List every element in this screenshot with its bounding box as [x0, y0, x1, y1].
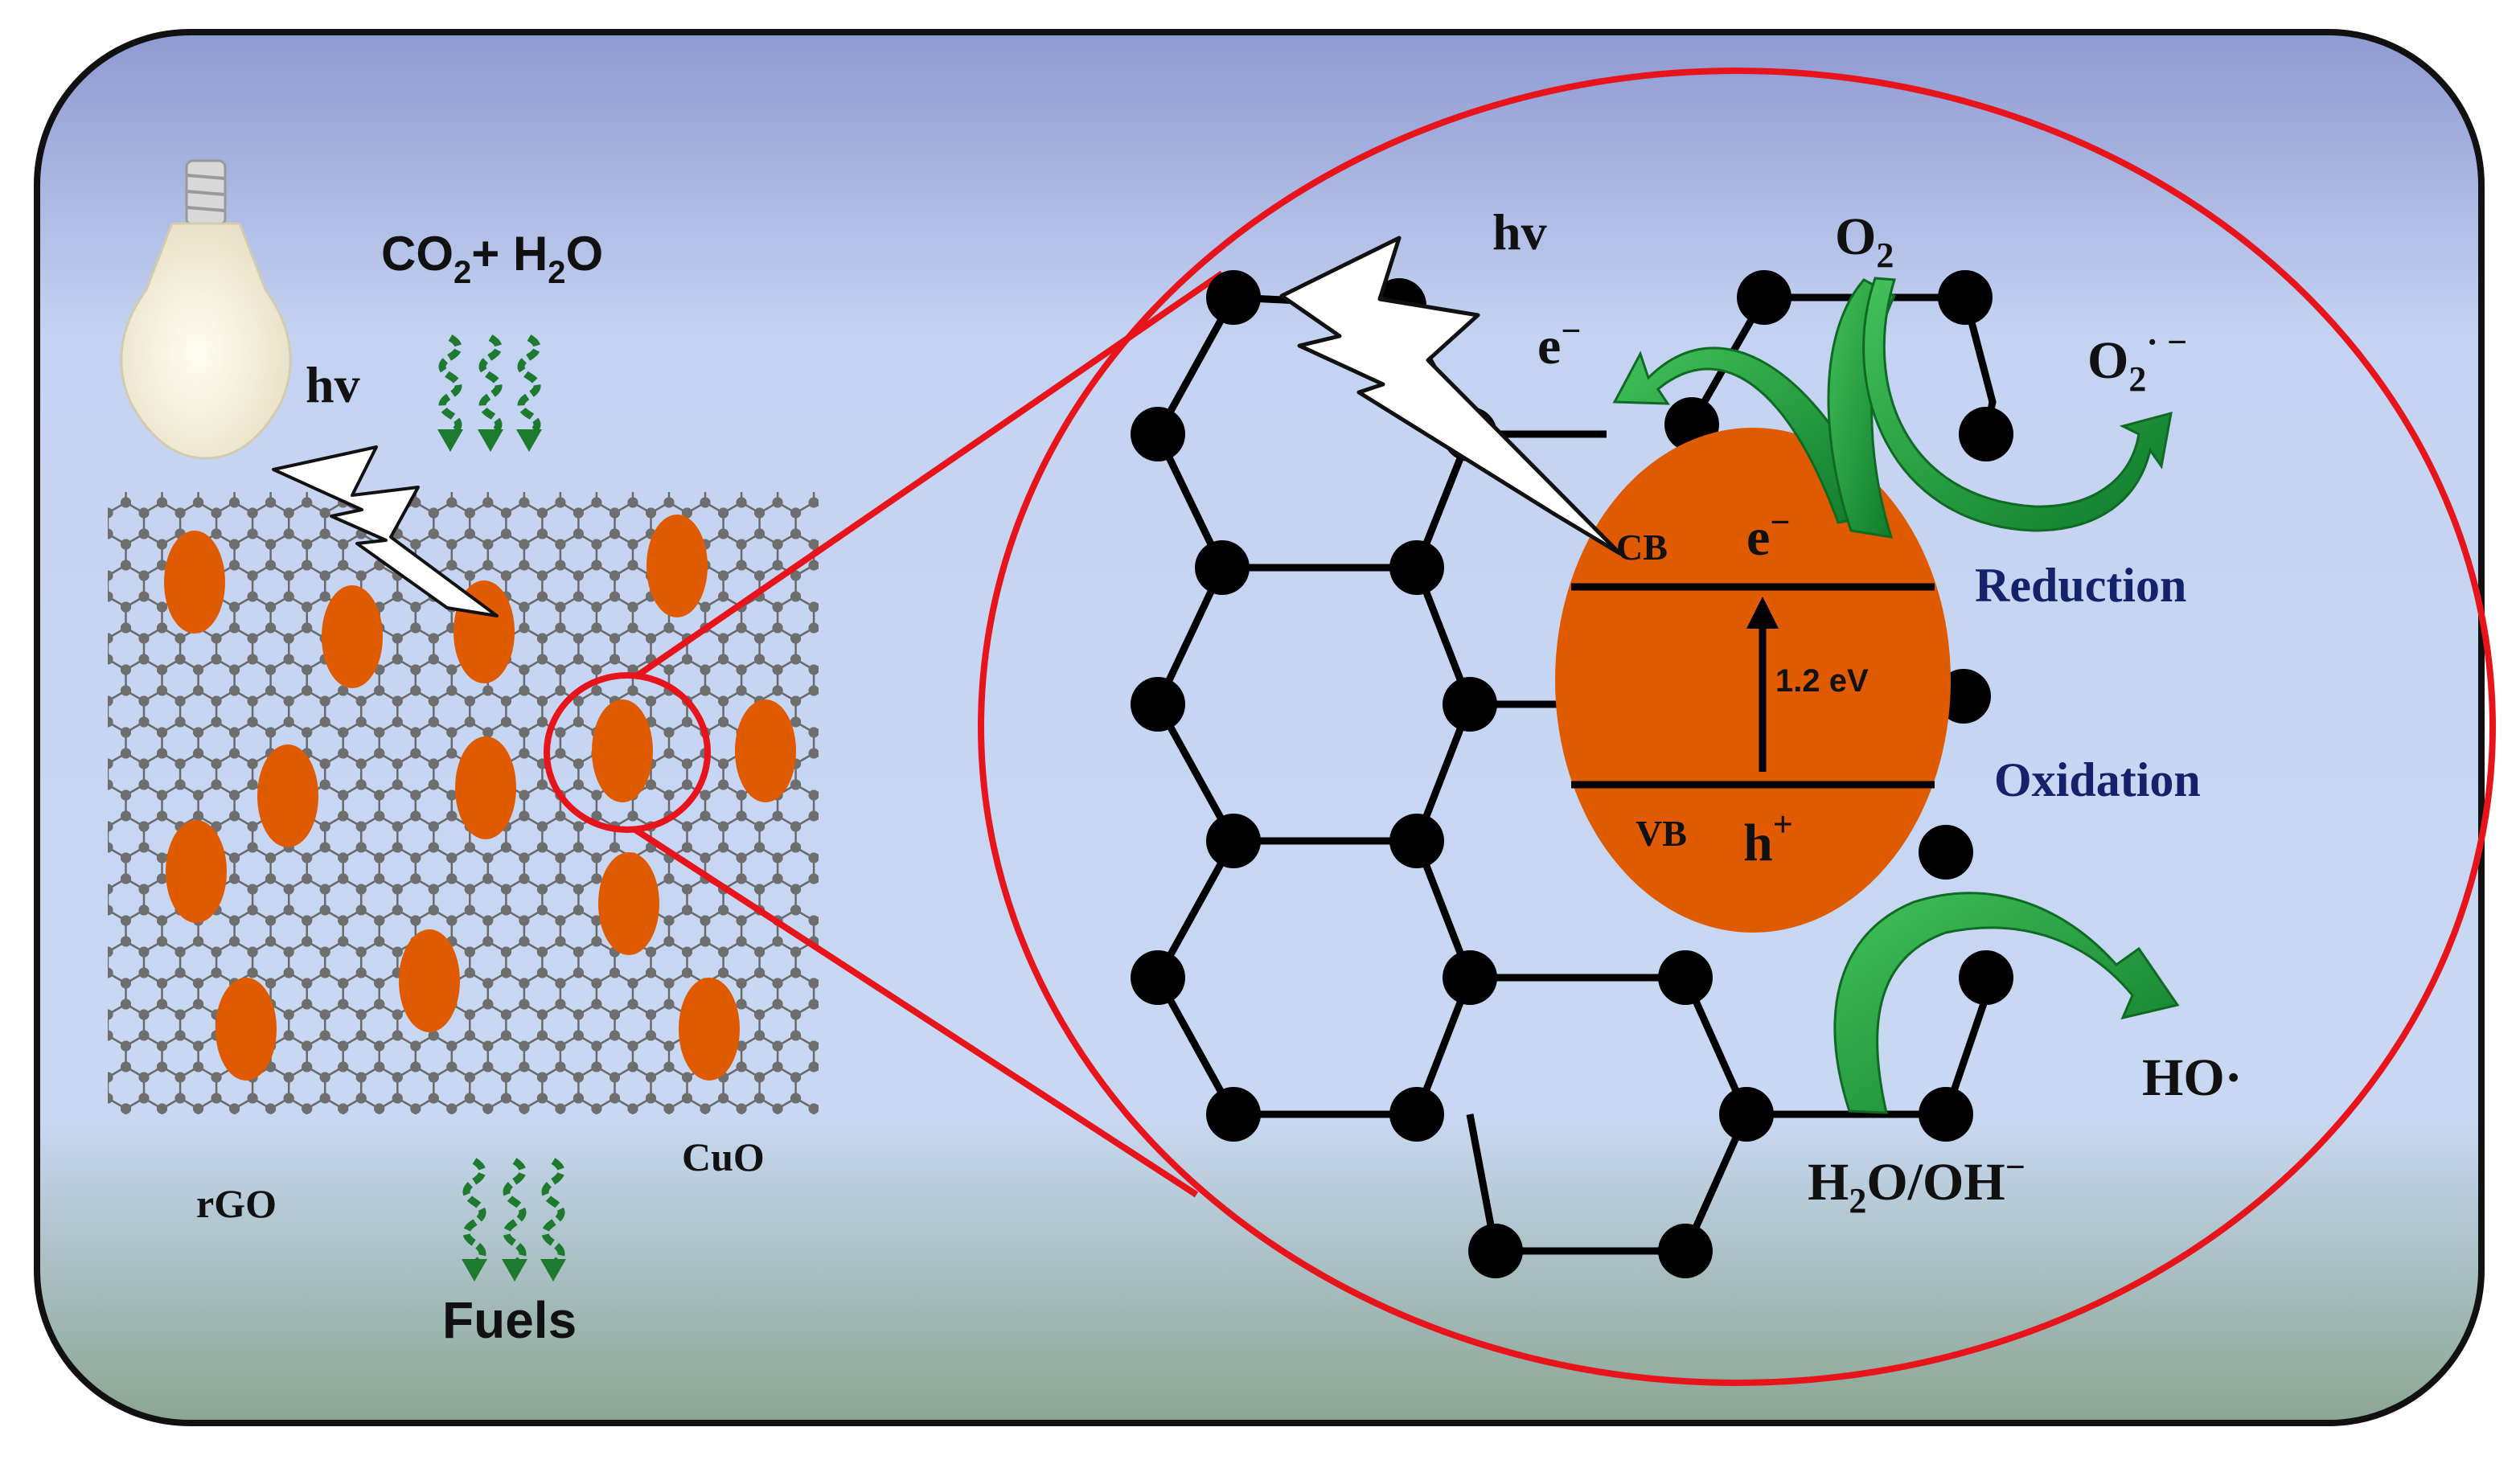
- curved-arrow-icon: [1827, 277, 2173, 539]
- zoom-lattice-atoms: [1131, 270, 2013, 1278]
- wavy-arrow-stem: [462, 1158, 486, 1267]
- cuo-particle: [166, 820, 227, 923]
- cuo-particle: [592, 699, 653, 802]
- cuo-particles: [164, 515, 796, 1081]
- wavy-arrow-stem: [478, 334, 503, 437]
- cuo-particle-large: [1555, 428, 1951, 933]
- cuo-particle: [322, 585, 383, 688]
- wavy-arrow-icon: [437, 334, 542, 452]
- reactants-label: CO2+ H2O: [381, 227, 603, 290]
- fuels-label: Fuels: [442, 1291, 577, 1349]
- hole-label: h+: [1743, 805, 1793, 872]
- wavy-arrow-head: [540, 1259, 566, 1282]
- vb-label: VB: [1636, 813, 1687, 854]
- cuo-particle: [257, 744, 318, 847]
- curved-arrow-icon: [1833, 892, 2180, 1114]
- reduction-label: Reduction: [1975, 559, 2186, 612]
- rgo-lattice: [108, 492, 819, 1114]
- wavy-arrow-head: [462, 1259, 487, 1282]
- superoxide-label: O2· −: [2087, 322, 2187, 399]
- cuo-label: CuO: [682, 1134, 765, 1179]
- lightning-bolt-icon: [1279, 236, 1622, 556]
- band-gap-arrowhead: [1746, 597, 1779, 629]
- oxygen-label: O2: [1835, 207, 1894, 275]
- wavy-arrow-stem: [438, 334, 462, 437]
- cuo-particle: [735, 699, 796, 802]
- hydroxyl-label: HO·: [2142, 1048, 2243, 1107]
- wavy-arrow-icon: [462, 1158, 566, 1282]
- cuo-particle: [164, 531, 225, 634]
- cb-label: CB: [1616, 527, 1668, 568]
- cuo-particle: [646, 515, 708, 617]
- cuo-particle: [399, 929, 460, 1032]
- wavy-arrow-stem: [541, 1158, 565, 1267]
- zoom-callout: [544, 68, 2496, 1386]
- cuo-particle: [679, 978, 740, 1081]
- cuo-particle: [455, 736, 516, 839]
- wavy-arrow-head: [437, 429, 463, 452]
- wavy-arrow-head: [478, 429, 503, 452]
- rgo-label: rGO: [196, 1181, 277, 1226]
- band-gap-label: 1.2 eV: [1775, 663, 1869, 699]
- electron-cb-label: e−: [1746, 502, 1790, 567]
- cuo-particle: [598, 852, 659, 955]
- hv-label-left: hv: [306, 356, 360, 413]
- wavy-arrow-head: [516, 429, 542, 452]
- rgo-atoms: [108, 497, 819, 1114]
- water-label: H2O/OH−: [1808, 1147, 2025, 1220]
- wavy-arrow-head: [502, 1259, 527, 1282]
- oxidation-label: Oxidation: [1994, 753, 2201, 806]
- wavy-arrow-stem: [503, 1158, 527, 1267]
- electron-out-label: e−: [1537, 311, 1581, 375]
- hv-label-zoom: hv: [1492, 203, 1547, 260]
- lightning-bolt-icon: [272, 445, 499, 617]
- wavy-arrow-stem: [517, 334, 541, 437]
- light-bulb-icon: [120, 159, 292, 460]
- cuo-particle: [215, 978, 277, 1081]
